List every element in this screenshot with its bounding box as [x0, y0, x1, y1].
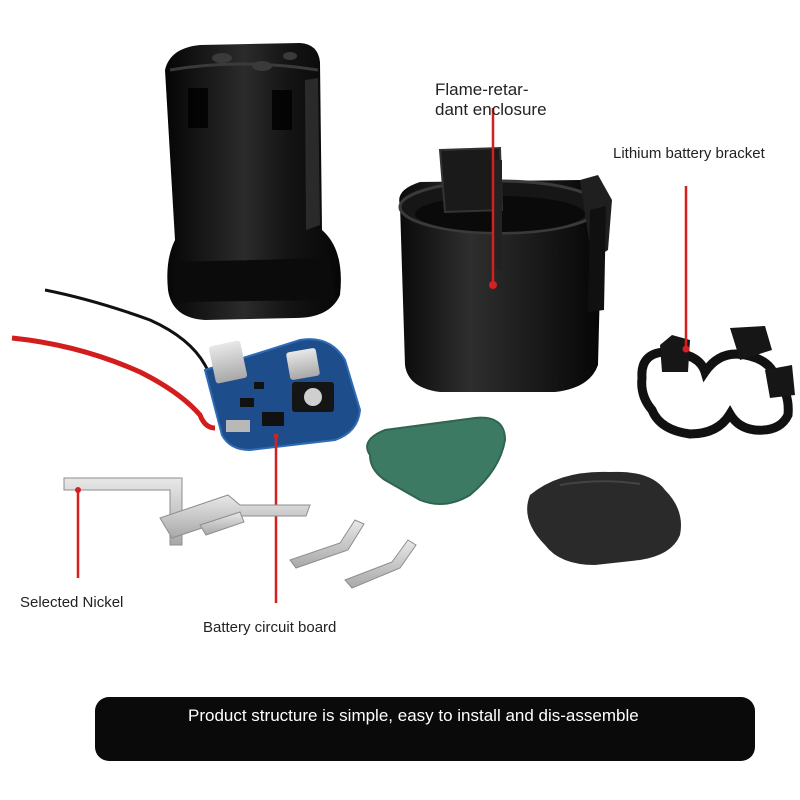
battery-circuit-board: [203, 338, 362, 452]
nickel-strips: [63, 477, 417, 589]
black-foam-pad: [527, 471, 681, 565]
lithium-battery-bracket: [637, 326, 795, 439]
green-insulating-pad: [366, 416, 507, 505]
enclosure-label-line1: Flame-retar-: [435, 80, 529, 99]
flame-retardant-enclosure: [398, 146, 612, 392]
enclosure-label: Flame-retar- dant enclosure: [435, 80, 547, 120]
caption-banner: Product structure is simple, easy to ins…: [95, 697, 755, 761]
bracket-label: Lithium battery bracket: [613, 145, 765, 162]
circuit-board-label: Battery circuit board: [203, 619, 337, 636]
battery-shell: [165, 43, 341, 320]
nickel-label: Selected Nickel: [20, 594, 124, 611]
caption-text: Product structure is simple, easy to ins…: [188, 706, 639, 725]
enclosure-label-line2: dant enclosure: [435, 100, 547, 119]
